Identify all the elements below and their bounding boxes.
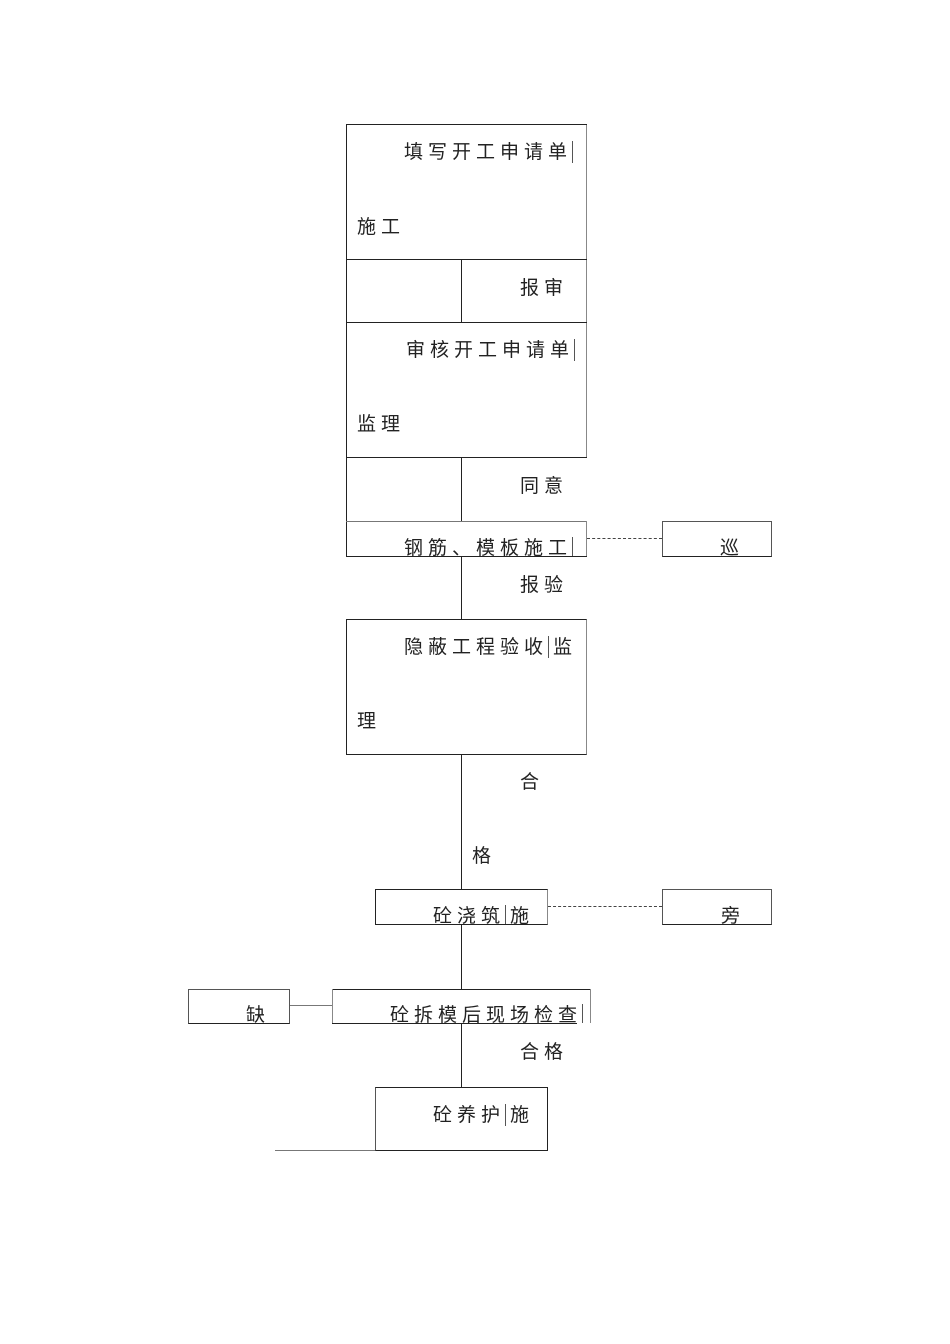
box-defect — [188, 989, 290, 1024]
edge-label-submit-inspection: 报验 — [520, 574, 569, 596]
node-concrete-pour-text: 砼浇筑 — [433, 905, 506, 924]
separator-bar — [574, 339, 576, 361]
edge-pour-to-side — [548, 906, 662, 907]
frame-left-line — [346, 124, 347, 556]
edge-label-qualified-3: 合格 — [520, 1041, 569, 1063]
separator-bar — [548, 636, 550, 658]
node-side-station-text: 旁 — [721, 905, 746, 924]
separator-bar — [572, 537, 574, 556]
separator-bar — [572, 141, 574, 163]
edge-check-to-curing — [461, 1023, 462, 1087]
box-rebar-top — [346, 521, 587, 522]
box-patrol — [662, 521, 772, 557]
node-post-demold-check-text: 砼拆模后现场检查 — [390, 1004, 583, 1023]
edge-label-submit-review: 报审 — [520, 277, 569, 299]
node-concealed-acceptance-role-second: 理 — [357, 710, 382, 732]
edge-label-agree: 同意 — [520, 475, 569, 497]
edge-fill-to-review — [461, 259, 462, 322]
box-check-left — [332, 989, 333, 1023]
box-check-top — [332, 989, 591, 990]
box-rebar-right — [586, 521, 587, 556]
box-review-application-bottom — [346, 457, 587, 458]
separator-bar — [505, 905, 507, 924]
box-check-bottom — [332, 1023, 577, 1024]
node-concrete-curing-text: 砼养护 — [433, 1104, 506, 1126]
box-concrete-curing — [375, 1087, 548, 1151]
node-concrete-curing-role: 施 — [510, 1104, 535, 1126]
box-check-right — [590, 989, 591, 1023]
node-fill-application-text: 填写开工申请单 — [404, 141, 573, 163]
box-rebar-bottom — [346, 556, 587, 557]
box-side-station — [662, 889, 772, 925]
box-concealed-acceptance — [346, 619, 587, 755]
edge-pour-to-check — [461, 924, 462, 989]
edge-rebar-to-concealed — [461, 556, 462, 619]
box-fill-application-bottom — [346, 259, 587, 260]
separator-bar — [505, 1104, 507, 1126]
node-defect-text: 缺 — [246, 1004, 271, 1023]
edge-label-qualified-1: 合 — [520, 771, 545, 793]
box-fill-application-top — [346, 124, 587, 125]
node-fill-application-role: 施工 — [357, 216, 406, 238]
edge-curing-outgoing — [275, 1150, 375, 1151]
node-patrol-text: 巡 — [720, 537, 745, 556]
node-concrete-pour-role: 施 — [510, 905, 535, 924]
node-concealed-acceptance-role-first: 监 — [553, 636, 578, 658]
frame-right-line — [586, 124, 587, 457]
edge-concealed-to-pour — [461, 754, 462, 889]
node-review-application-role: 监理 — [357, 413, 406, 435]
box-review-application-top — [346, 322, 587, 323]
node-review-application-text: 审核开工申请单 — [406, 339, 575, 361]
edge-label-qualified-2: 格 — [472, 845, 497, 867]
separator-bar — [582, 1004, 584, 1023]
edge-check-to-defect — [289, 1005, 332, 1006]
edge-review-to-rebar — [461, 457, 462, 521]
node-rebar-formwork-text: 钢筋、模板施工 — [404, 537, 573, 556]
edge-rebar-to-patrol — [587, 538, 662, 539]
node-concealed-acceptance-text: 隐蔽工程验收 — [404, 636, 549, 658]
